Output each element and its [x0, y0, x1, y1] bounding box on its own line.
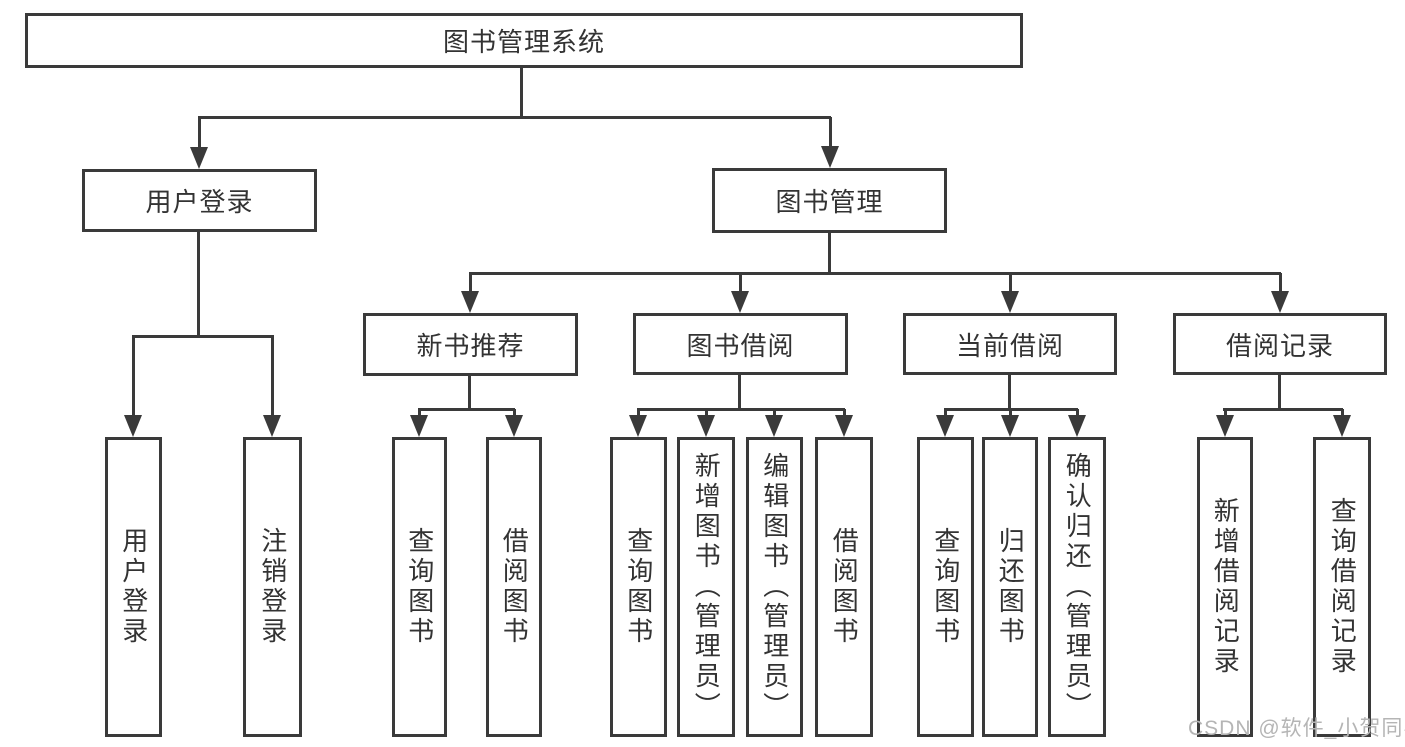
arrow-shaft: [1008, 273, 1012, 297]
connector-line: [1007, 375, 1011, 410]
connector-line: [469, 271, 1281, 275]
leaf-label: 用户登录: [118, 527, 149, 647]
arrow-head-icon: [461, 291, 479, 313]
leaf-query-book-3: 查询图书: [917, 437, 974, 737]
arrow-head-icon: [410, 415, 428, 437]
arrow-head-icon: [765, 415, 783, 437]
arrow-head-icon: [697, 415, 715, 437]
leaf-label: 查询图书: [404, 527, 435, 647]
leaf-query-book-1: 查询图书: [392, 437, 447, 737]
node-borrow-record: 借阅记录: [1173, 313, 1387, 375]
leaf-confirm-return-admin: 确认归还（管理员）: [1048, 437, 1106, 737]
arrow-head-icon: [263, 415, 281, 437]
node-new-book-recommend: 新书推荐: [363, 313, 578, 376]
leaf-return-book: 归还图书: [982, 437, 1038, 737]
leaf-add-book-admin: 新增图书（管理员）: [677, 437, 735, 737]
arrow-head-icon: [821, 146, 839, 168]
leaf-label: 查询借阅记录: [1327, 497, 1358, 677]
arrow-head-icon: [1271, 291, 1289, 313]
connector-line: [198, 115, 831, 119]
leaf-label: 归还图书: [995, 527, 1026, 647]
node-book-management-branch: 图书管理: [712, 168, 947, 233]
leaf-label: 编辑图书（管理员）: [759, 452, 790, 722]
arrow-head-icon: [1001, 415, 1019, 437]
arrow-head-icon: [835, 415, 853, 437]
connector-line: [467, 376, 471, 410]
leaf-label: 新增图书（管理员）: [691, 452, 722, 722]
arrow-head-icon: [936, 415, 954, 437]
connector-line: [418, 407, 515, 411]
connector-line: [1223, 407, 1343, 411]
node-user-login-branch: 用户登录: [82, 169, 317, 232]
connector-line: [1277, 375, 1281, 410]
arrow-head-icon: [505, 415, 523, 437]
leaf-user-login: 用户登录: [105, 437, 162, 737]
leaf-logout: 注销登录: [243, 437, 302, 737]
arrow-head-icon: [124, 415, 142, 437]
leaf-label: 借阅图书: [499, 527, 530, 647]
leaf-label: 注销登录: [257, 527, 288, 647]
arrow-shaft: [1278, 273, 1282, 297]
arrow-shaft: [131, 336, 135, 421]
leaf-label: 查询图书: [930, 527, 961, 647]
leaf-edit-book-admin: 编辑图书（管理员）: [746, 437, 803, 737]
arrow-head-icon: [1216, 415, 1234, 437]
arrow-shaft: [738, 273, 742, 297]
leaf-add-borrow-record: 新增借阅记录: [1197, 437, 1253, 737]
connector-line: [519, 68, 523, 118]
arrow-head-icon: [1068, 415, 1086, 437]
arrow-shaft: [270, 336, 274, 421]
connector-line: [196, 232, 200, 337]
node-root: 图书管理系统: [25, 13, 1023, 68]
leaf-query-book-2: 查询图书: [610, 437, 667, 737]
arrow-head-icon: [1001, 291, 1019, 313]
connector-line: [827, 233, 831, 274]
arrow-shaft: [828, 117, 832, 152]
leaf-label: 确认归还（管理员）: [1062, 452, 1093, 722]
arrow-shaft: [197, 117, 201, 153]
node-current-borrow: 当前借阅: [903, 313, 1117, 375]
arrow-shaft: [468, 273, 472, 297]
leaf-query-borrow-record: 查询借阅记录: [1313, 437, 1371, 737]
csdn-watermark: CSDN @软件_小贺同学: [1188, 717, 1405, 740]
leaf-label: 新增借阅记录: [1210, 497, 1241, 677]
arrow-head-icon: [1333, 415, 1351, 437]
connector-line: [737, 375, 741, 410]
leaf-borrow-book-2: 借阅图书: [815, 437, 873, 737]
arrow-head-icon: [629, 415, 647, 437]
leaf-label: 查询图书: [623, 527, 654, 647]
arrow-head-icon: [190, 147, 208, 169]
leaf-label: 借阅图书: [829, 527, 860, 647]
leaf-borrow-book-1: 借阅图书: [486, 437, 542, 737]
connector-line: [132, 334, 274, 338]
arrow-head-icon: [731, 291, 749, 313]
connector-line: [637, 407, 845, 411]
node-book-borrow: 图书借阅: [633, 313, 848, 375]
